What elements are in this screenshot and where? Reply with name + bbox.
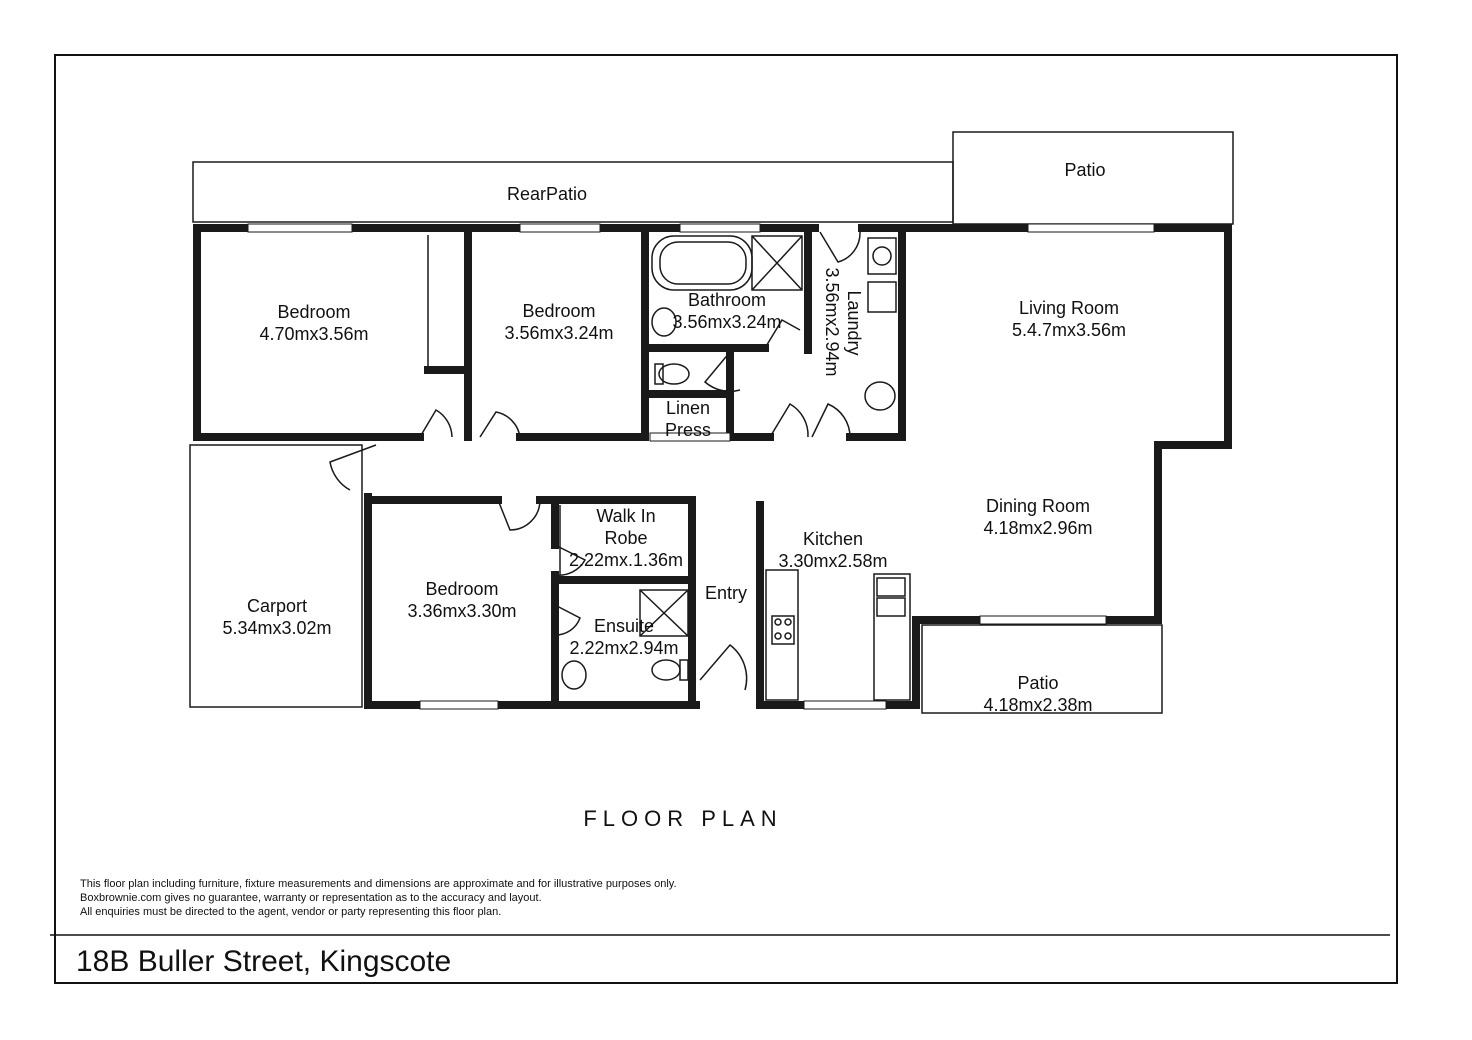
living-dims: 5.4.7mx3.56m bbox=[1012, 320, 1126, 340]
bathroom-name: Bathroom bbox=[688, 290, 766, 310]
fixtures bbox=[559, 235, 911, 701]
top-patio-label: Patio bbox=[1064, 160, 1105, 180]
carport-name: Carport bbox=[247, 596, 307, 616]
walkin-name-1: Walk In bbox=[596, 506, 655, 526]
bathroom-dims: 3.56mx3.24m bbox=[672, 312, 781, 332]
rear-patio-label: RearPatio bbox=[507, 184, 587, 204]
entry-name: Entry bbox=[705, 583, 747, 603]
ensuite-dims: 2.22mx2.94m bbox=[569, 638, 678, 658]
bedroom1-dims: 4.70mx3.56m bbox=[259, 324, 368, 344]
bedroom3-name: Bedroom bbox=[425, 579, 498, 599]
disclaimer-line-1: This floor plan including furniture, fix… bbox=[80, 878, 677, 890]
carport-dims: 5.34mx3.02m bbox=[222, 618, 331, 638]
interior-walls bbox=[193, 224, 906, 709]
bedroom2-name: Bedroom bbox=[522, 301, 595, 321]
carport-area bbox=[189, 444, 363, 708]
laundry-dims: 3.56mx2.94m bbox=[822, 267, 842, 376]
walkin-name-2: Robe bbox=[604, 528, 647, 548]
dining-name: Dining Room bbox=[986, 496, 1090, 516]
walkin-dims: 2.22mx.1.36m bbox=[569, 550, 683, 570]
ensuite-name: Ensuite bbox=[594, 616, 654, 636]
dining-dims: 4.18mx2.96m bbox=[983, 518, 1092, 538]
bottom-patio-dims: 4.18mx2.38m bbox=[983, 695, 1092, 715]
bedroom3-dims: 3.36mx3.30m bbox=[407, 601, 516, 621]
kitchen-name: Kitchen bbox=[803, 529, 863, 549]
disclaimer-line-2: Boxbrownie.com gives no guarantee, warra… bbox=[80, 892, 542, 904]
bottom-patio-area bbox=[921, 624, 1163, 714]
plan-title: FLOOR PLAN bbox=[583, 806, 782, 831]
page-frame bbox=[54, 54, 1398, 984]
doors bbox=[329, 231, 861, 691]
linen-name-1: Linen bbox=[666, 398, 710, 418]
bottom-patio-name: Patio bbox=[1017, 673, 1058, 693]
linen-name-2: Press bbox=[665, 420, 711, 440]
windows bbox=[247, 223, 1155, 710]
bedroom1-name: Bedroom bbox=[277, 302, 350, 322]
living-name: Living Room bbox=[1019, 298, 1119, 318]
kitchen-dims: 3.30mx2.58m bbox=[778, 551, 887, 571]
bedroom2-dims: 3.56mx3.24m bbox=[504, 323, 613, 343]
room-labels: RearPatio Patio Bedroom 4.70mx3.56m Bedr… bbox=[222, 160, 1126, 715]
property-address: 18B Buller Street, Kingscote bbox=[76, 945, 451, 978]
laundry-name: Laundry bbox=[844, 290, 864, 355]
disclaimer-line-3: All enquiries must be directed to the ag… bbox=[80, 906, 501, 918]
